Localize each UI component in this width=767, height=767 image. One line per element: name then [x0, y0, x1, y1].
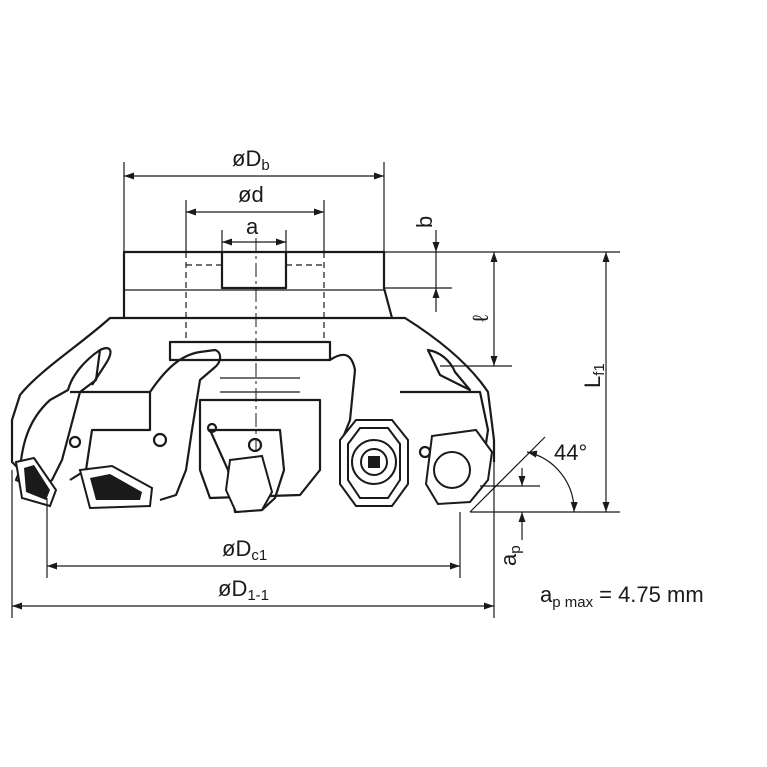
dim-label-l: ℓ	[468, 314, 493, 322]
dim-label-angle: 44°	[554, 440, 587, 465]
dim-label-D1-1: øD	[218, 576, 247, 601]
svg-text:Lf1: Lf1	[580, 363, 608, 388]
body-outline	[10, 316, 496, 471]
dim-bore-diameter: ød	[185, 182, 325, 252]
dim-max-diameter: øD1-1	[11, 462, 495, 618]
dim-lead-angle: 44°	[469, 436, 587, 513]
dim-label-Dc1: øD	[222, 536, 251, 561]
dim-keyway-width: a	[221, 214, 287, 252]
dim-label-b: b	[412, 216, 437, 228]
svg-text:øDc1: øDc1	[222, 536, 267, 564]
left-flute	[14, 348, 102, 492]
dim-label-Lf1: L	[580, 376, 605, 388]
cutter-body	[10, 238, 496, 514]
note-ap-max: ap max = 4.75 mm	[540, 582, 704, 611]
dim-label-d: ød	[238, 182, 264, 207]
dim-keyway-depth: b	[384, 216, 512, 312]
dim-cutting-diameter: øDc1	[46, 498, 461, 578]
note-value: = 4.75 mm	[599, 582, 704, 607]
insert-right	[424, 428, 494, 506]
svg-text:ap: ap	[496, 545, 524, 566]
insert-center	[224, 454, 274, 514]
dim-bore-length: ℓ	[440, 252, 512, 367]
svg-text:øDb: øDb	[232, 146, 270, 174]
note-symbol: a	[540, 582, 553, 607]
keyway	[220, 252, 288, 290]
hub-outline	[122, 250, 394, 320]
center-pocket	[168, 340, 332, 362]
inserts	[14, 419, 494, 514]
dim-body-diameter: øDb	[123, 146, 385, 252]
dim-label-a: a	[246, 214, 259, 239]
dim-depth-of-cut: ap	[480, 468, 540, 566]
svg-text:ap max= 4.75 mm: ap max = 4.75 mm	[540, 582, 704, 611]
dim-label-Db: øD	[232, 146, 261, 171]
dim-label-ap: a	[496, 553, 521, 566]
dim-functional-length: Lf1	[470, 251, 620, 513]
insert-octagon	[339, 419, 409, 507]
note-sub: p max	[552, 594, 593, 611]
svg-text:øD1-1: øD1-1	[218, 576, 269, 604]
